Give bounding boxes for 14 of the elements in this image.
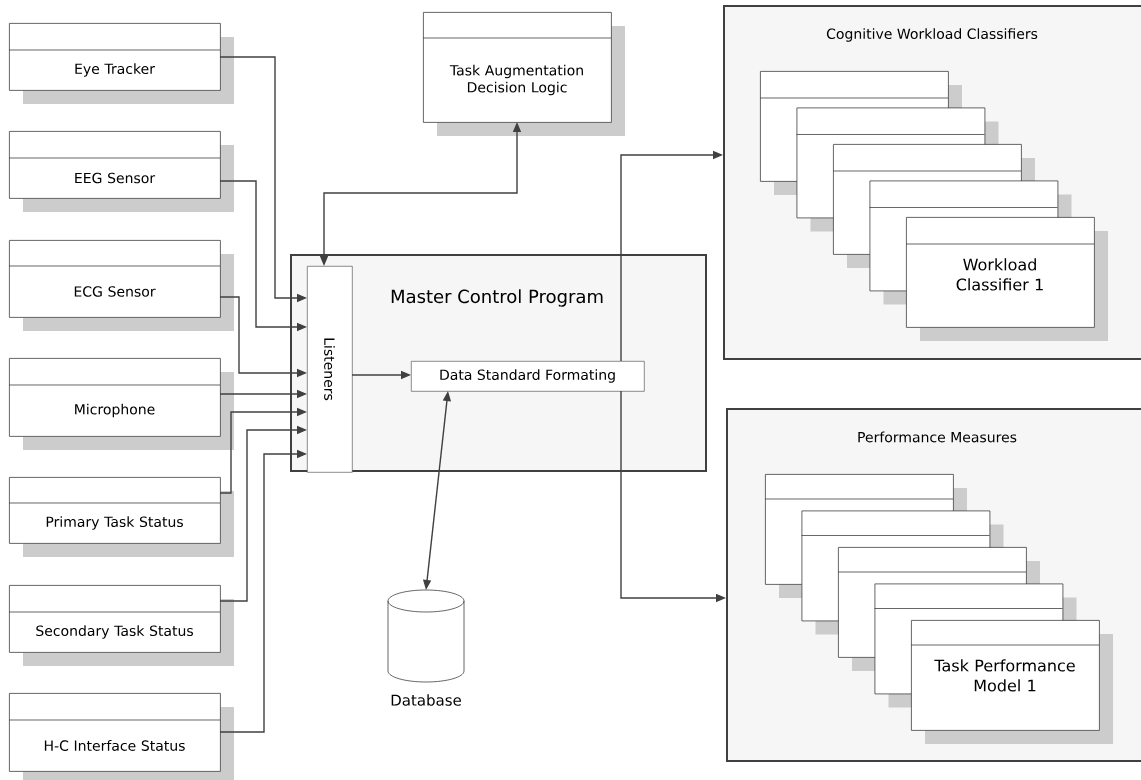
- listener-bar: Listeners: [307, 266, 353, 473]
- card: ECG Sensor: [8, 240, 234, 331]
- card: H-C Interface Status: [8, 693, 234, 780]
- card: Eye Tracker: [8, 23, 234, 104]
- database-cylinder: Database: [387, 589, 465, 706]
- card: Task Augmentation Decision Logic: [422, 12, 625, 136]
- card: Task Performance Model 1: [910, 620, 1113, 744]
- card: EEG Sensor: [8, 131, 234, 212]
- card: Secondary Task Status: [8, 585, 234, 666]
- process-box: Data Standard Formating: [411, 361, 645, 392]
- card: Microphone: [8, 358, 234, 450]
- card: Workload Classifier 1: [905, 217, 1108, 341]
- card: Primary Task Status: [8, 477, 234, 557]
- node-label: Database: [391, 694, 461, 706]
